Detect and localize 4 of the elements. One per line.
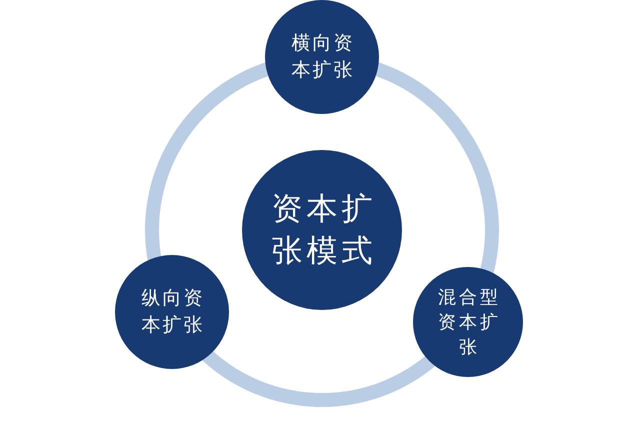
circle-label: 纵向资本扩张: [140, 286, 205, 338]
circle-label: 资本扩张模式: [270, 190, 377, 271]
circle-label: 横向资本扩张: [290, 31, 355, 83]
circle-label: 混合型资本扩张: [437, 286, 502, 360]
